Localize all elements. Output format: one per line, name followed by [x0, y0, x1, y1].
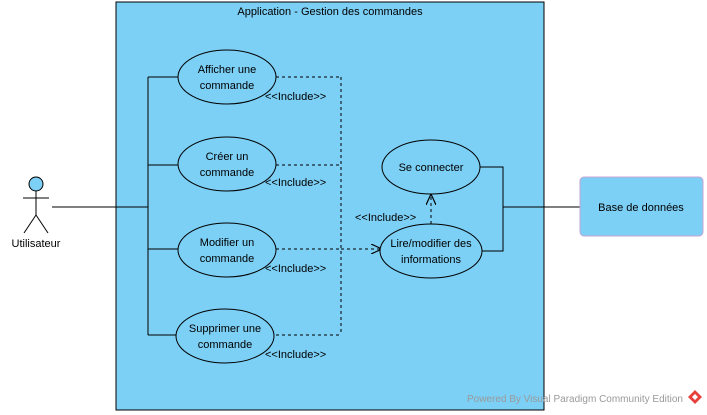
- include-connectors: [276, 76, 431, 336]
- external-database[interactable]: Base de données: [579, 176, 704, 237]
- include-label-connecter: <<Include>>: [355, 212, 416, 224]
- include-label-creer: <<Include>>: [265, 177, 326, 189]
- usecase-afficher-line2: commande: [200, 80, 254, 92]
- actor-head: [28, 176, 44, 192]
- usecase-se-connecter-line1: Se connecter: [399, 162, 464, 174]
- usecase-lire-modifier[interactable]: Lire/modifier des informations: [379, 223, 483, 279]
- include-label-supprimer: <<Include>>: [265, 349, 326, 361]
- usecase-afficher-line1: Afficher une: [198, 64, 257, 76]
- usecase-lire-modifier-line2: informations: [401, 254, 461, 266]
- system-boundary[interactable]: [115, 1, 545, 411]
- include-label-afficher: <<Include>>: [265, 91, 326, 103]
- usecase-afficher[interactable]: Afficher une commande: [177, 49, 277, 105]
- usecase-supprimer-line2: commande: [198, 339, 252, 351]
- usecase-creer-line1: Créer un: [206, 151, 249, 163]
- usecase-modifier-line1: Modifier un: [200, 237, 254, 249]
- actor-utilisateur[interactable]: Utilisateur: [12, 176, 61, 250]
- watermark-text: Powered By Visual Paradigm Community Edi…: [467, 394, 683, 405]
- actor-associations: [52, 76, 178, 336]
- usecase-creer[interactable]: Créer un commande: [177, 136, 277, 192]
- external-database-label: Base de données: [598, 202, 684, 214]
- system-title: Application - Gestion des commandes: [237, 6, 423, 18]
- usecase-supprimer-line1: Supprimer une: [189, 323, 261, 335]
- visual-paradigm-logo-icon: [688, 390, 702, 404]
- usecase-modifier[interactable]: Modifier un commande: [177, 222, 277, 278]
- usecase-creer-line2: commande: [200, 167, 254, 179]
- usecase-modifier-line2: commande: [200, 253, 254, 265]
- include-label-modifier: <<Include>>: [265, 263, 326, 275]
- usecase-supprimer[interactable]: Supprimer une commande: [175, 308, 275, 364]
- actor-label: Utilisateur: [12, 238, 61, 250]
- usecase-se-connecter[interactable]: Se connecter: [381, 139, 481, 195]
- database-associations: [480, 166, 580, 252]
- usecase-lire-modifier-line1: Lire/modifier des: [390, 238, 472, 250]
